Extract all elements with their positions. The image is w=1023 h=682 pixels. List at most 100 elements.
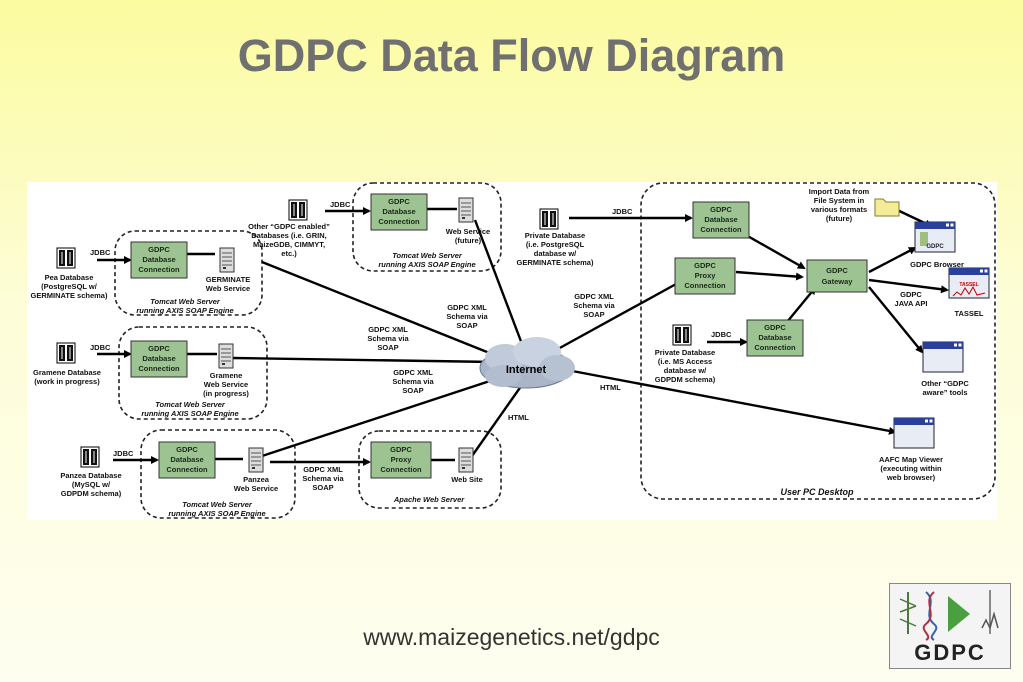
svg-text:JDBC: JDBC [90,248,111,257]
panzea-ws-label: Panzea Web Service [234,475,278,493]
tomcat-panzea-group [140,429,296,519]
diagram-panel: Internet GDPC Database Connection GDPC D… [27,182,997,520]
internet-cloud: Internet [479,337,575,389]
svg-text:Proxy: Proxy [391,455,413,464]
svg-text:Connection: Connection [754,343,796,352]
footer-url: www.maizegenetics.net/gdpc [363,624,660,650]
svg-text:Panzea: Panzea [243,475,270,484]
import-data-label: Import Data from File System in various … [809,187,870,223]
svg-text:Other “GDPC enabled”: Other “GDPC enabled” [248,222,330,231]
svg-text:(future): (future) [826,214,853,223]
tomcat-future-group [352,182,502,272]
soap-labels: GDPC XML Schema via SOAP GDPC XML Schema… [302,292,615,492]
svg-text:SOAP: SOAP [312,483,333,492]
svg-text:GDPC XML: GDPC XML [447,303,487,312]
germinate-server-icon [219,247,235,273]
proxy-connection-box-apache: GDPC Proxy Connection [370,441,432,479]
future-server-icon [458,197,474,223]
svg-text:database w/: database w/ [534,249,577,258]
svg-text:SOAP: SOAP [456,321,477,330]
gdpc-browser-icon: GDPC [914,221,956,253]
gdpc-java-api-label: GDPC JAVA API [895,290,928,308]
svg-text:JAVA API: JAVA API [895,299,928,308]
germinate-ws-label: GERMINATE Web Service [206,275,250,293]
future-ws-label: Web Service (future) [446,227,490,245]
svg-text:(PostgreSQL w/: (PostgreSQL w/ [41,282,98,291]
svg-text:GDPC: GDPC [148,245,170,254]
gdpc-logo-graphic: GDPC [899,590,999,665]
db-connection-box-gramene: GDPC Database Connection [130,340,188,378]
svg-text:GDPC XML: GDPC XML [368,325,408,334]
tomcat-gramene-group [118,326,268,420]
aafc-map-viewer-icon [893,417,935,449]
svg-text:JDBC: JDBC [711,330,732,339]
svg-text:GDPC: GDPC [148,344,170,353]
svg-text:GERMINATE schema): GERMINATE schema) [517,258,594,267]
svg-text:Tomcat Web Server: Tomcat Web Server [392,251,463,260]
svg-text:Other “GDPC: Other “GDPC [921,379,969,388]
svg-text:running AXIS SOAP Engine: running AXIS SOAP Engine [141,409,238,418]
svg-text:Private Database: Private Database [655,348,715,357]
svg-text:Panzea Database: Panzea Database [60,471,121,480]
gramene-database-label: Gramene Database (work in progress) [33,368,101,386]
svg-text:Connection: Connection [138,265,180,274]
svg-text:GDPC: GDPC [388,197,410,206]
svg-text:Gateway: Gateway [822,277,854,286]
tassel-icon: TASSEL [948,267,990,299]
gramene-database-icon [56,342,76,364]
svg-text:Schema via: Schema via [367,334,409,343]
svg-text:AAFC Map Viewer: AAFC Map Viewer [879,455,943,464]
svg-text:GDPDM schema): GDPDM schema) [61,489,122,498]
svg-text:JDBC: JDBC [612,207,633,216]
svg-text:GDPC: GDPC [176,445,198,454]
panzea-database-icon [80,446,100,468]
web-site-label: Web Site [451,475,483,484]
svg-text:Tomcat Web Server: Tomcat Web Server [155,400,226,409]
folder-icon [874,198,900,217]
db-connection-box-panzea: GDPC Database Connection [158,441,216,479]
svg-text:running AXIS SOAP Engine: running AXIS SOAP Engine [168,509,265,518]
svg-text:aware” tools: aware” tools [922,388,967,397]
aafc-label: AAFC Map Viewer (executing within web br… [879,455,943,482]
svg-text:Tomcat Web Server: Tomcat Web Server [150,297,221,306]
svg-text:Gramene: Gramene [210,371,243,380]
private-ms-database-icon [672,324,692,346]
svg-text:Schema via: Schema via [573,301,615,310]
apache-group [358,430,502,509]
svg-text:GDPC: GDPC [390,445,412,454]
svg-text:(i.e. MS Access: (i.e. MS Access [658,357,712,366]
html-labels: HTML HTML [508,383,621,422]
svg-text:etc.): etc.) [281,249,297,258]
svg-text:(executing within: (executing within [880,464,942,473]
svg-text:Database: Database [704,215,737,224]
svg-text:Web Service: Web Service [234,484,278,493]
gramene-ws-label: Gramene Web Service (in progress) [203,371,249,398]
tomcat-germinate-group [114,230,263,316]
svg-text:Schema via: Schema via [392,377,434,386]
svg-text:Private Database: Private Database [525,231,585,240]
svg-text:(future): (future) [455,236,482,245]
svg-text:Web Service: Web Service [204,380,248,389]
svg-text:SOAP: SOAP [377,343,398,352]
svg-text:GDPC: GDPC [710,205,732,214]
panzea-database-label: Panzea Database (MySQL w/ GDPDM schema) [60,471,121,498]
jdbc-labels: JDBC JDBC JDBC JDBC JDBC JDBC [90,200,732,458]
gdpc-logo-text: GDPC [914,640,986,665]
svg-text:Connection: Connection [378,217,420,226]
user-pc-caption: User PC Desktop [780,487,854,497]
svg-text:GDPC: GDPC [694,261,716,270]
slide-title: GDPC Data Flow Diagram [237,30,786,81]
private-pg-database-icon [539,208,559,230]
svg-text:Connection: Connection [380,465,422,474]
private-ms-label: Private Database (i.e. MS Access databas… [655,348,716,384]
svg-text:SOAP: SOAP [583,310,604,319]
pea-database-label: Pea Database (PostgreSQL w/ GERMINATE sc… [31,273,108,300]
svg-text:Connection: Connection [684,281,726,290]
tomcat-captions: Tomcat Web Server running AXIS SOAP Engi… [136,251,475,518]
gdpc-browser-label: GDPC Browser [910,260,964,269]
svg-text:SOAP: SOAP [402,386,423,395]
svg-text:GDPC XML: GDPC XML [574,292,614,301]
svg-text:JDBC: JDBC [113,449,134,458]
db-connection-box-private-ms: GDPC Database Connection [746,319,804,357]
svg-text:Web Service: Web Service [206,284,250,293]
